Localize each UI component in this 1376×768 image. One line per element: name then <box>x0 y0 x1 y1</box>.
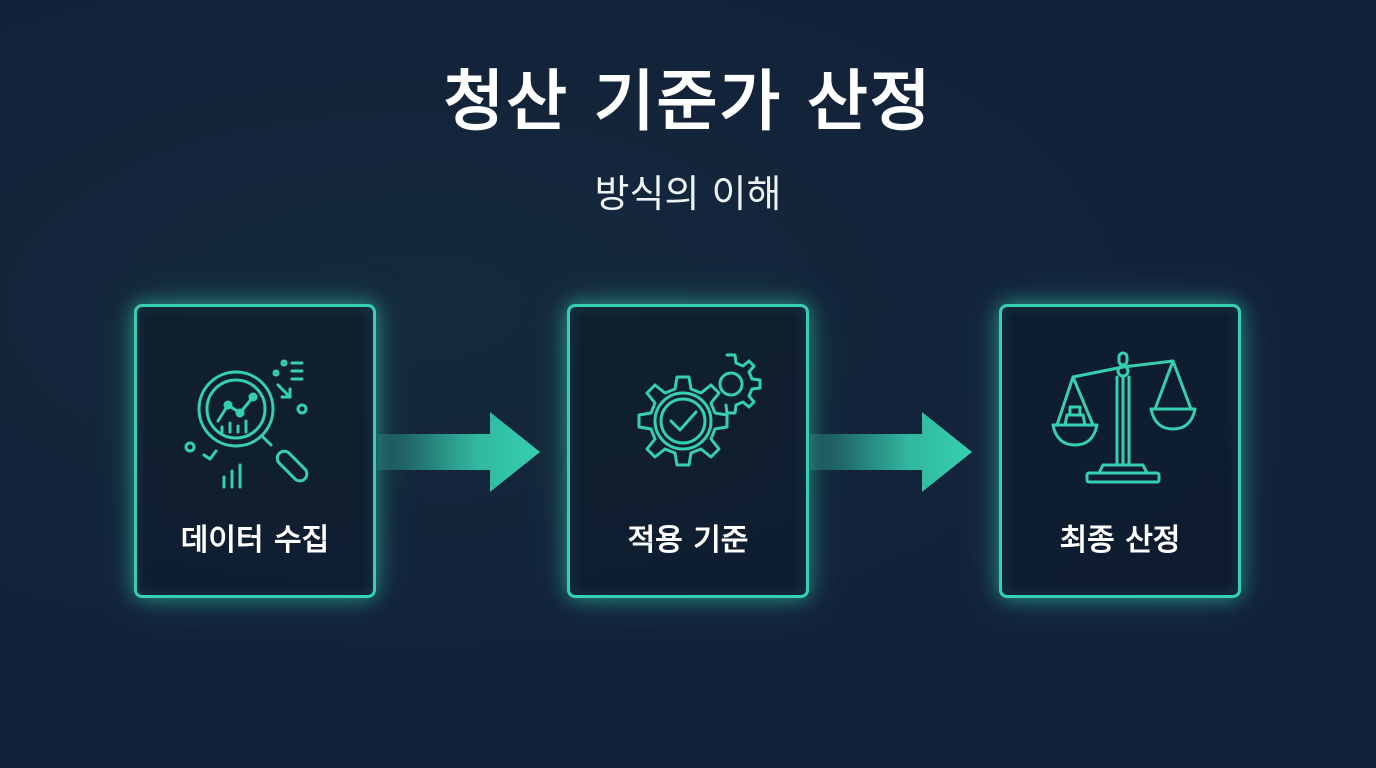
page-subtitle: 방식의 이해 <box>594 172 782 216</box>
page-title: 청산 기준가 산정 <box>443 63 933 140</box>
magnifier-chart-icon <box>184 359 309 489</box>
step-label: 적용 기준 <box>627 523 749 558</box>
step-applied-criteria: 적용 기준 <box>567 304 809 598</box>
arrow-right-icon <box>378 412 540 492</box>
balance-scale-icon <box>1051 351 1197 484</box>
step-label: 데이터 수집 <box>180 523 330 558</box>
step-label: 최종 산정 <box>1059 523 1181 558</box>
step-data-collection: 데이터 수집 <box>134 304 376 598</box>
gears-check-icon <box>637 353 762 467</box>
arrow-right-icon <box>810 412 972 492</box>
step-final-calculation: 최종 산정 <box>999 304 1241 598</box>
